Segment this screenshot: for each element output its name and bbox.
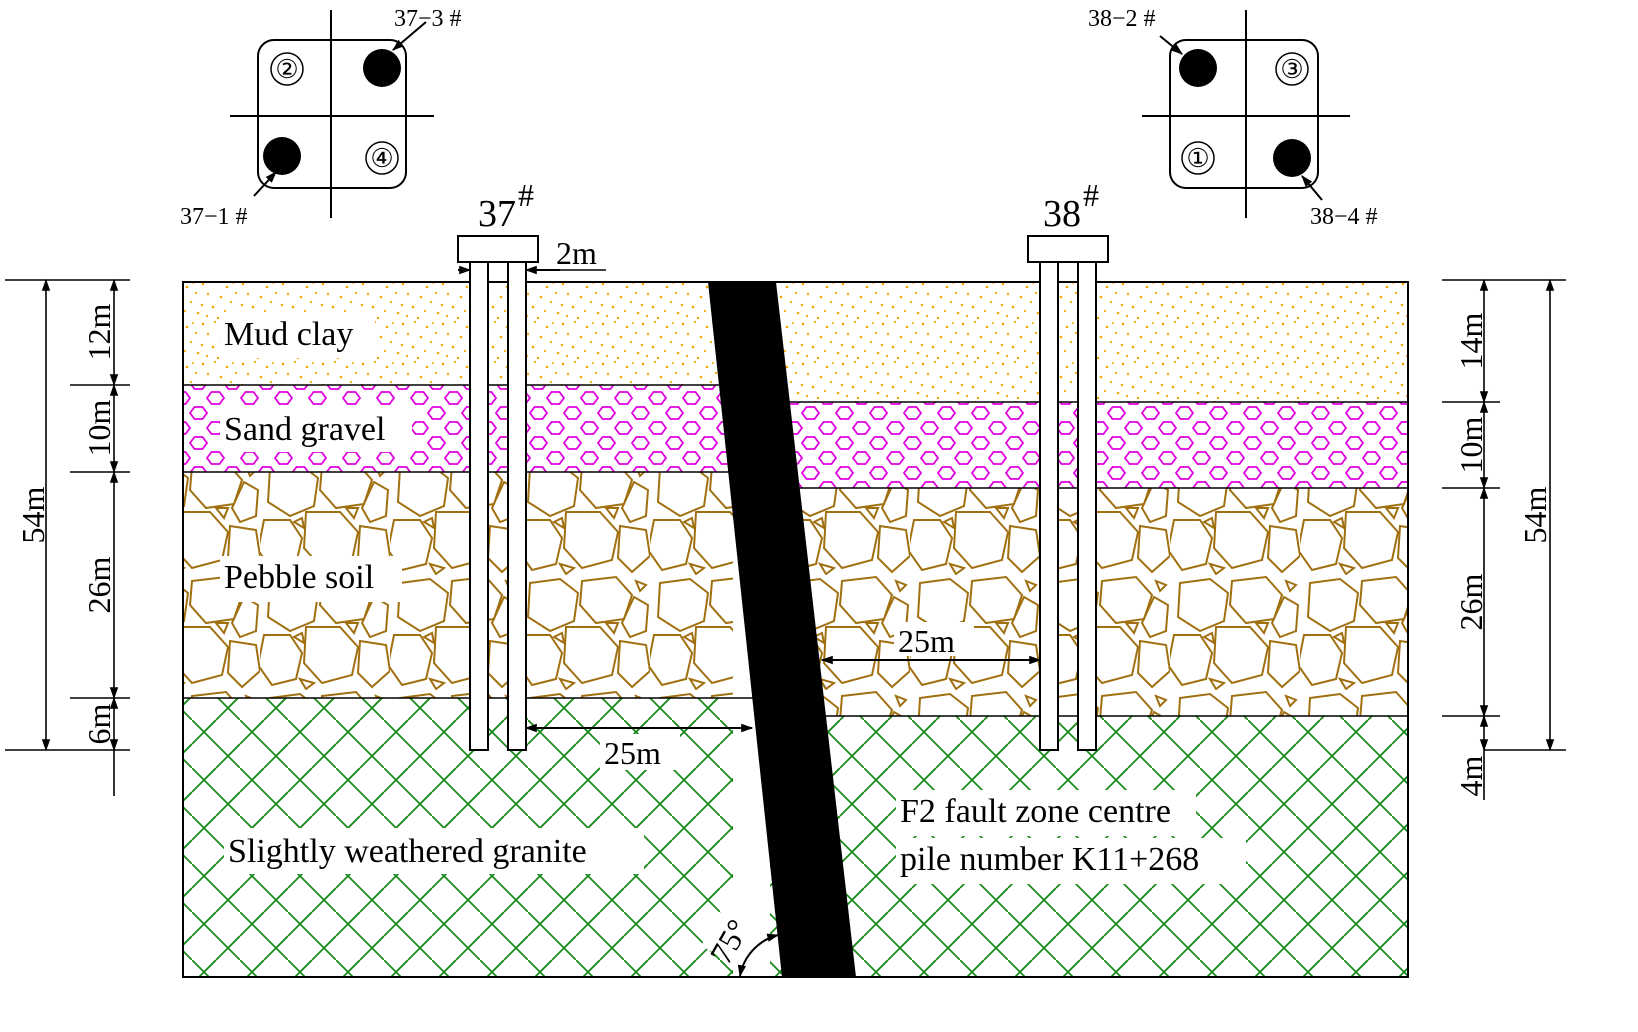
position-3-marker bbox=[1275, 52, 1309, 86]
pile-38-sup: # bbox=[1083, 177, 1099, 213]
fault-label-line1: F2 fault zone centre bbox=[900, 793, 1171, 830]
dim-25m-37-label: 25m bbox=[604, 735, 661, 771]
f2-fault-zone bbox=[708, 282, 856, 977]
dim-25m-37: 25m bbox=[524, 723, 754, 771]
pile-cap-37 bbox=[457, 235, 539, 263]
pile-37-3-label: 37−3 # bbox=[394, 6, 462, 32]
position-2-marker bbox=[270, 52, 304, 86]
dim-25m-38-label: 25m bbox=[898, 623, 955, 659]
left-total-label: 54m bbox=[15, 486, 51, 543]
left-dimensions bbox=[5, 278, 130, 796]
granite-label: Slightly weathered granite bbox=[228, 833, 587, 870]
pile-37: 37 # bbox=[457, 177, 539, 751]
pile-38-label: 38 bbox=[1043, 193, 1081, 235]
pile-37-sup: # bbox=[518, 177, 534, 213]
left-d3-label: 26m bbox=[81, 556, 117, 613]
fault-label-line2: pile number K11+268 bbox=[900, 841, 1199, 878]
pebble-soil-label: Pebble soil bbox=[224, 559, 374, 596]
pile-38: 38 # bbox=[1027, 177, 1109, 751]
pile-37-1-dot bbox=[263, 137, 301, 175]
left-d2-label: 10m bbox=[81, 399, 117, 456]
right-d4-label: 4m bbox=[1453, 755, 1489, 796]
dim-pile-width-label: 2m bbox=[556, 235, 597, 271]
pile-38-4-label: 38−4 # bbox=[1310, 204, 1378, 230]
pile-cap-38 bbox=[1027, 235, 1109, 263]
left-d4-label: 6m bbox=[81, 703, 117, 744]
right-d1-label: 14m bbox=[1453, 312, 1489, 369]
dim-pile-width: 2m bbox=[458, 235, 606, 275]
pile-38-4-dot bbox=[1273, 139, 1311, 177]
position-4-label: ④ bbox=[370, 144, 393, 173]
left-d1-label: 12m bbox=[81, 303, 117, 360]
left-dimension-labels: 54m 12m 10m 26m 6m bbox=[15, 303, 117, 744]
dim-25m-38: 25m bbox=[820, 622, 1042, 665]
right-dimension-labels: 54m 14m 10m 26m 4m bbox=[1453, 312, 1553, 796]
mud-clay-label: Mud clay bbox=[224, 316, 353, 353]
position-1-label: ① bbox=[1186, 144, 1209, 173]
sand-gravel-label: Sand gravel bbox=[224, 411, 385, 448]
right-d2-label: 10m bbox=[1453, 416, 1489, 473]
pile-37-3-dot bbox=[363, 49, 401, 87]
position-3-label: ③ bbox=[1280, 55, 1303, 84]
plan-view-37: ② ④ 37−3 # 37−1 # bbox=[180, 6, 462, 230]
right-d3-label: 26m bbox=[1453, 573, 1489, 630]
right-dimensions bbox=[1442, 278, 1566, 800]
pile-37-1-label: 37−1 # bbox=[180, 204, 248, 230]
position-1-marker bbox=[1181, 141, 1215, 175]
pile-38-2-dot bbox=[1179, 49, 1217, 87]
position-4-marker bbox=[365, 141, 399, 175]
pile-38-2-label: 38−2 # bbox=[1088, 6, 1156, 32]
right-total-label: 54m bbox=[1517, 486, 1553, 543]
position-2-label: ② bbox=[275, 55, 298, 84]
plan-view-38: ③ ① 38−2 # 38−4 # bbox=[1088, 6, 1378, 230]
pile-37-label: 37 bbox=[478, 193, 516, 235]
layer-labels: Mud clay Sand gravel Pebble soil Slightl… bbox=[220, 312, 1246, 884]
